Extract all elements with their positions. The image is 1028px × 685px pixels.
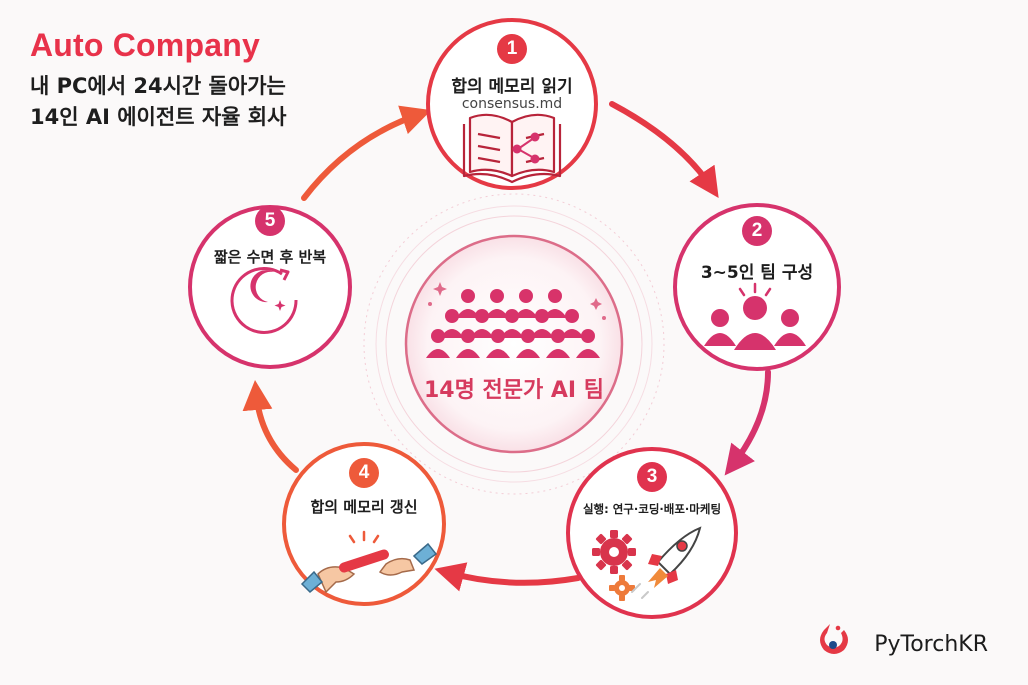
step-4-number: 4 (349, 458, 379, 488)
baton-handoff-icon (300, 530, 438, 594)
arrow-3-to-4 (434, 562, 581, 592)
center-circle (404, 234, 624, 454)
rocket-icon (631, 526, 702, 599)
share-node-icon (512, 132, 540, 164)
arrow-2-to-3 (724, 369, 771, 476)
team-people-icon (704, 282, 806, 350)
step-4-label: 합의 메모리 갱신 (310, 498, 418, 516)
moon-cycle-icon (230, 266, 298, 334)
step-1-number: 1 (497, 34, 527, 64)
step-5-label: 짧은 수면 후 반복 (213, 248, 327, 266)
gear-icon (592, 530, 636, 574)
step-5-number: 5 (255, 206, 285, 236)
node-2-circle (673, 203, 841, 371)
center-label: 14명 전문가 AI 팀 (423, 378, 604, 403)
node-3-circle (566, 447, 738, 619)
small-gear-icon (609, 575, 635, 601)
faint-ring-mid (385, 215, 643, 473)
header: Auto Company 내 PC에서 24시간 돌아가는 14인 AI 에이전… (30, 26, 286, 133)
arrow-4-to-5 (242, 380, 299, 473)
arrow-5-to-1 (301, 105, 432, 201)
gears-rocket-icon (592, 526, 702, 601)
open-book-share-icon (462, 113, 562, 184)
faint-ring-outer (363, 193, 665, 495)
step-1-sub: consensus.md (461, 96, 563, 112)
step-2-number: 2 (742, 216, 772, 246)
step-3-label: 실행: 연구·코딩·배포·마케팅 (582, 502, 722, 516)
arrow-1-to-2 (609, 101, 719, 198)
sparkle-icon (428, 282, 606, 320)
subtitle-line-2: 14인 AI 에이전트 자율 회사 (30, 105, 287, 129)
brand-title: Auto Company (30, 27, 260, 63)
footer-logo-text: PyTorchKR (874, 632, 988, 657)
faint-ring-mid2 (375, 205, 653, 483)
footer-logo: PyTorchKR (866, 632, 988, 657)
pytorch-flame-icon (820, 624, 848, 654)
step-1-label: 합의 메모리 읽기 (451, 77, 573, 97)
expert-team-icon (426, 289, 600, 358)
subtitle-line-1: 내 PC에서 24시간 돌아가는 (30, 74, 286, 98)
step-3-number: 3 (637, 462, 667, 492)
step-2-label: 3~5인 팀 구성 (700, 263, 814, 283)
